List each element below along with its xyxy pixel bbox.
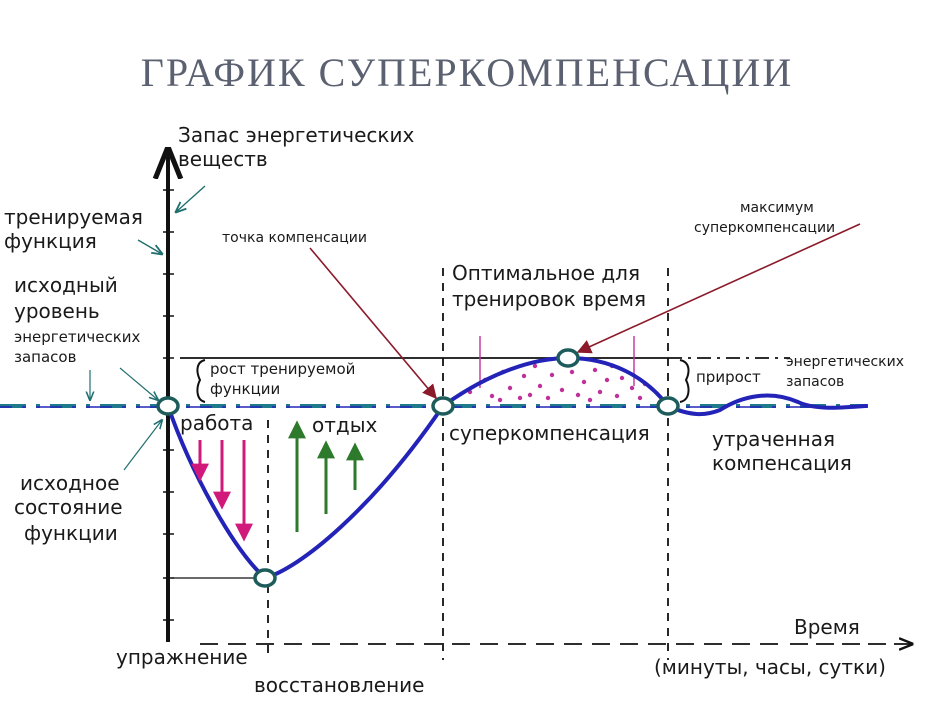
work-arrows: [191, 440, 253, 542]
label-optimal-2: тренировок время: [452, 287, 646, 311]
labels: Запас энергетических веществ тренируемая…: [4, 123, 904, 697]
label-lost-1: утраченная: [712, 427, 835, 451]
label-energy-1: энергетических: [786, 354, 904, 370]
node-start: [156, 396, 180, 416]
label-y-axis-1: Запас энергетических: [178, 123, 414, 147]
label-max-2: суперкомпенсации: [694, 220, 835, 236]
node-minimum: [253, 568, 277, 588]
label-rest: отдых: [312, 413, 378, 437]
label-x-axis-2: (минуты, часы, сутки): [654, 655, 886, 679]
label-initial-level-3: энергетических: [14, 328, 141, 346]
brace-increase: [679, 359, 690, 403]
y-axis-ticks: [163, 189, 174, 621]
node-compensation: [431, 396, 455, 416]
rest-arrows: [288, 420, 364, 532]
label-lost-2: компенсация: [712, 451, 852, 475]
label-max-1: максимум: [740, 200, 814, 216]
brace-growth: [196, 359, 206, 403]
diagram-title: ГРАФИК СУПЕРКОМПЕНСАЦИИ: [141, 50, 793, 95]
label-trained-1: тренируемая: [4, 205, 143, 229]
label-growth-2: функции: [210, 380, 280, 398]
label-energy-2: запасов: [786, 374, 844, 390]
pointer-maximum: [576, 223, 861, 354]
label-optimal-1: Оптимальное для: [452, 261, 640, 285]
label-initial-level-2: уровень: [14, 299, 100, 323]
label-supercompensation: суперкомпенсация: [449, 421, 650, 445]
pointer-compensation-point: [309, 247, 437, 400]
label-initial-state-1: исходное: [20, 471, 120, 495]
guide-lines: [172, 268, 790, 660]
label-exercise: упражнение: [116, 645, 248, 669]
node-lost: [656, 396, 680, 416]
label-growth-1: рост тренируемой: [210, 360, 355, 378]
label-trained-2: функция: [4, 229, 97, 253]
key-points: [156, 348, 680, 588]
label-x-axis-1: Время: [794, 615, 860, 639]
label-y-axis-2: веществ: [178, 147, 268, 171]
pointer-initial-state: [123, 420, 162, 471]
pointer-trained-function: [137, 239, 162, 254]
label-initial-level-1: исходный: [14, 273, 118, 297]
label-initial-state-3: функции: [24, 521, 118, 545]
node-maximum: [556, 348, 580, 368]
pointer-initial-level-2: [119, 367, 158, 400]
label-compensation-point: точка компенсации: [222, 230, 367, 246]
label-recovery: восстановление: [254, 673, 425, 697]
label-work: работа: [180, 411, 253, 435]
label-initial-state-2: состояние: [14, 495, 123, 519]
label-initial-level-4: запасов: [14, 348, 76, 366]
pointer-y-axis: [176, 185, 206, 212]
label-increase: прирост: [696, 368, 761, 386]
